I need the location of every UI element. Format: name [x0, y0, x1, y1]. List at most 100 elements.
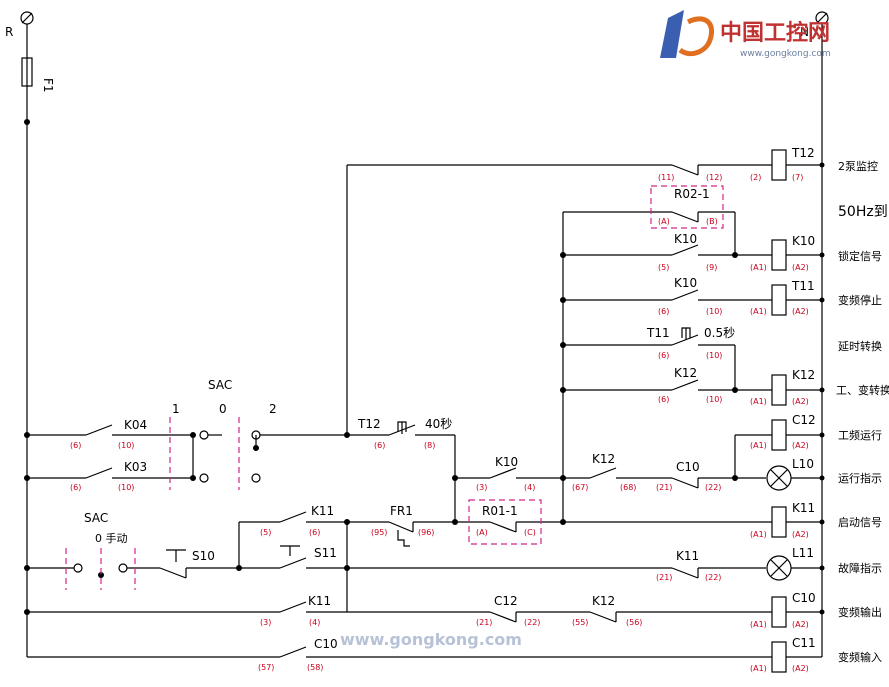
pin-label: (22) [705, 573, 721, 582]
label-t11-delay: 0.5秒 [704, 326, 735, 340]
row-t12-monitor [346, 149, 822, 435]
row-l10-lamp [732, 465, 822, 491]
coil-c12: C12 (A1) (A2) 工频运行 [750, 413, 882, 450]
sac-top-selector [169, 417, 240, 490]
pin-label: (6) [70, 483, 81, 492]
coil-label: L11 [792, 546, 814, 560]
coil-label: T11 [791, 279, 815, 293]
lamp-l11: L11 故障指示 [792, 546, 882, 575]
pin-label: (56) [626, 618, 642, 627]
fuse-f1-label: F1 [41, 78, 55, 93]
label-r021: R02-1 [674, 187, 710, 201]
coil-t11: T11 (A1) (A2) 变频停止 [750, 279, 882, 316]
label-k10a: K10 [495, 455, 518, 469]
pin-label: (10) [118, 483, 134, 492]
pin-label: (21) [656, 483, 672, 492]
label-t11: T11 [646, 326, 670, 340]
row-k10-coil [563, 239, 822, 271]
pin-label: (10) [706, 351, 722, 360]
row-k10-k12-c10 [455, 467, 735, 489]
pin-label: (9) [706, 263, 717, 272]
label-c12: C12 [494, 594, 518, 608]
pin-label: (21) [656, 573, 672, 582]
pin-label: (6) [70, 441, 81, 450]
pin-label: (C) [524, 528, 536, 537]
sac-top-label: SAC [208, 378, 232, 392]
pin-label: (10) [118, 441, 134, 450]
left-rail-r [20, 11, 34, 657]
pin-label: (4) [309, 618, 320, 627]
coil-label: C10 [792, 591, 816, 605]
label-k11a: K11 [311, 504, 334, 518]
coil-k11: K11 (A1) (A2) 启动信号 [750, 501, 882, 539]
sac-pos-0: 0 [219, 402, 227, 416]
label-fr1: FR1 [390, 504, 413, 518]
pin-label: (10) [706, 395, 722, 404]
label-c10a: C10 [314, 637, 338, 651]
coil-desc: 故障指示 [838, 561, 882, 575]
pin-label: (55) [572, 618, 588, 627]
coil-desc: 工、变转换 [836, 383, 889, 397]
label-k10c: K10 [674, 276, 697, 290]
pin-label: (8) [424, 441, 435, 450]
pin-label: (A1) [750, 620, 767, 629]
pin-label: (10) [706, 307, 722, 316]
row-r021 [563, 185, 736, 255]
pin-label: (12) [706, 173, 722, 182]
coil-desc: 变频输入 [838, 650, 882, 664]
pin-label: (57) [258, 663, 274, 672]
label-s10: S10 [192, 549, 215, 563]
coil-label: T12 [791, 146, 815, 160]
pin-label: (3) [476, 483, 487, 492]
coil-label: K12 [792, 368, 815, 382]
pin-label: (96) [418, 528, 434, 537]
label-s11: S11 [314, 546, 337, 560]
coil-c11: C11 (A1) (A2) 变频输入 [750, 636, 882, 673]
pin-label: (3) [260, 618, 271, 627]
row-k12-coil [563, 374, 822, 406]
pin-label: (A1) [750, 441, 767, 450]
coil-k10: K10 (A1) (A2) 锁定信号 [750, 234, 882, 272]
coil-k12: K12 (A1) (A2) 工、变转换 [750, 368, 889, 406]
label-k03: K03 [124, 460, 147, 474]
label-k12c: K12 [674, 366, 697, 380]
row-c10-output [24, 596, 822, 628]
sac-pos-1: 1 [172, 402, 180, 416]
coil-desc: 变频停止 [838, 293, 882, 307]
gongkong-logo: 中国工控网 www.gongkong.com [660, 10, 831, 59]
pin-label: (5) [658, 263, 669, 272]
pin-label: (A2) [792, 307, 809, 316]
coil-t12: T12 (2) (7) 2泵监控 [750, 146, 878, 182]
pin-label: (A2) [792, 530, 809, 539]
coil-desc: 启动信号 [838, 516, 882, 529]
sac-bottom-label: SAC [84, 511, 108, 525]
pin-label: (21) [476, 618, 492, 627]
pin-label: (A) [658, 217, 670, 226]
rail-n-label: N [800, 25, 809, 39]
lamp-l10: L10 运行指示 [792, 457, 882, 485]
coil-label: C11 [792, 636, 816, 650]
pin-label: (95) [371, 528, 387, 537]
pin-label: (6) [374, 441, 385, 450]
right-rail-n [815, 11, 829, 657]
label-r011: R01-1 [482, 504, 518, 518]
pin-label: (A2) [792, 397, 809, 406]
pin-label: (A1) [750, 397, 767, 406]
row-k11-fr1 [238, 499, 822, 612]
note-50hz: 50Hz到 [838, 204, 888, 220]
row-k04 [24, 421, 458, 522]
pin-label: (5) [260, 528, 271, 537]
pin-label: (67) [572, 483, 588, 492]
sac-bottom-pos: 0 手动 [95, 531, 128, 545]
row-c11-input [27, 641, 822, 673]
coil-label: C12 [792, 413, 816, 427]
pin-label: (6) [658, 395, 669, 404]
logo-en-text: www.gongkong.com [740, 49, 831, 59]
row-manual [24, 545, 822, 590]
label-k10b: K10 [674, 232, 697, 246]
pin-label: (A1) [750, 307, 767, 316]
pin-label: (A1) [750, 530, 767, 539]
coil-c10: C10 (A1) (A2) 变频输出 [750, 591, 882, 629]
pin-label: (A2) [792, 620, 809, 629]
